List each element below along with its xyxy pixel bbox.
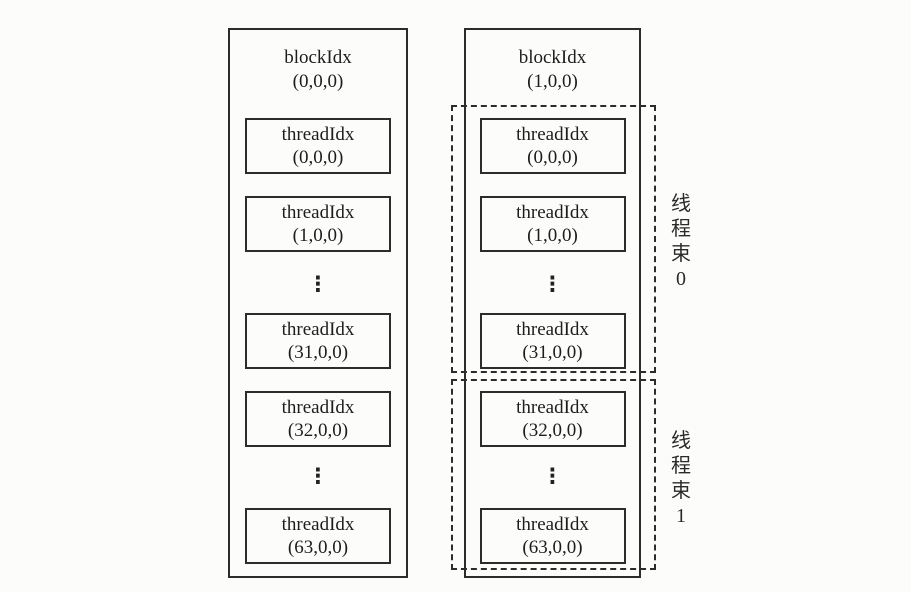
thread-box-index: (1,0,0) bbox=[527, 225, 578, 246]
thread-box: threadIdx (63,0,0) bbox=[245, 508, 391, 564]
block-0-title: blockIdx (0,0,0) bbox=[230, 46, 406, 94]
thread-box-name: threadIdx bbox=[516, 201, 589, 223]
thread-box-index: (32,0,0) bbox=[522, 420, 583, 441]
block-1-title-index: (1,0,0) bbox=[527, 70, 578, 92]
block-0-title-name: blockIdx bbox=[284, 47, 352, 68]
warp-0-label-char: 束 bbox=[671, 243, 691, 265]
block-0: blockIdx (0,0,0) threadIdx (0,0,0) threa… bbox=[228, 28, 408, 578]
thread-box-name: threadIdx bbox=[516, 513, 589, 535]
thread-box-index: (1,0,0) bbox=[292, 225, 344, 246]
thread-box-index: (63,0,0) bbox=[522, 537, 583, 558]
thread-box-name: threadIdx bbox=[516, 318, 589, 340]
thread-box-index: (32,0,0) bbox=[287, 420, 349, 441]
thread-box: threadIdx (63,0,0) bbox=[479, 508, 626, 564]
vertical-ellipsis: ⋮ bbox=[542, 272, 563, 296]
warp-0-label-char: 程 bbox=[671, 218, 691, 240]
block-0-title-index: (0,0,0) bbox=[292, 70, 344, 92]
thread-box: threadIdx (32,0,0) bbox=[479, 391, 626, 447]
warp-0-label: 线 程 束 0 bbox=[666, 192, 696, 292]
thread-box: threadIdx (1,0,0) bbox=[245, 196, 391, 252]
thread-box-name: threadIdx bbox=[281, 201, 355, 223]
warp-1-label: 线 程 束 1 bbox=[666, 429, 696, 529]
thread-box: threadIdx (31,0,0) bbox=[245, 313, 391, 369]
thread-box-index: (63,0,0) bbox=[287, 537, 349, 558]
warp-1-label-char: 1 bbox=[676, 505, 686, 527]
warp-0-label-char: 线 bbox=[671, 193, 691, 215]
thread-box: threadIdx (31,0,0) bbox=[479, 313, 626, 369]
block-1: blockIdx (1,0,0) threadIdx (0,0,0) threa… bbox=[464, 28, 641, 578]
thread-box-name: threadIdx bbox=[281, 513, 355, 535]
thread-box: threadIdx (32,0,0) bbox=[245, 391, 391, 447]
vertical-ellipsis: ⋮ bbox=[307, 464, 329, 488]
thread-box-index: (0,0,0) bbox=[292, 147, 344, 168]
block-1-title: blockIdx (1,0,0) bbox=[466, 46, 639, 94]
thread-box-index: (31,0,0) bbox=[287, 342, 349, 363]
warp-1-label-char: 程 bbox=[671, 455, 691, 477]
vertical-ellipsis: ⋮ bbox=[542, 464, 563, 488]
vertical-ellipsis: ⋮ bbox=[307, 272, 329, 296]
thread-box-index: (0,0,0) bbox=[527, 147, 578, 168]
thread-box: threadIdx (1,0,0) bbox=[479, 196, 626, 252]
thread-box-name: threadIdx bbox=[516, 396, 589, 418]
thread-box-name: threadIdx bbox=[516, 123, 589, 145]
thread-box-name: threadIdx bbox=[281, 123, 355, 145]
warp-0-label-char: 0 bbox=[676, 268, 686, 290]
thread-box: threadIdx (0,0,0) bbox=[245, 118, 391, 174]
block-1-title-name: blockIdx bbox=[518, 47, 587, 68]
thread-box-name: threadIdx bbox=[281, 318, 355, 340]
warp-1-label-char: 束 bbox=[671, 480, 691, 502]
thread-box-name: threadIdx bbox=[281, 396, 355, 418]
warp-1-label-char: 线 bbox=[671, 430, 691, 452]
thread-box-index: (31,0,0) bbox=[522, 342, 583, 363]
thread-box: threadIdx (0,0,0) bbox=[479, 118, 626, 174]
